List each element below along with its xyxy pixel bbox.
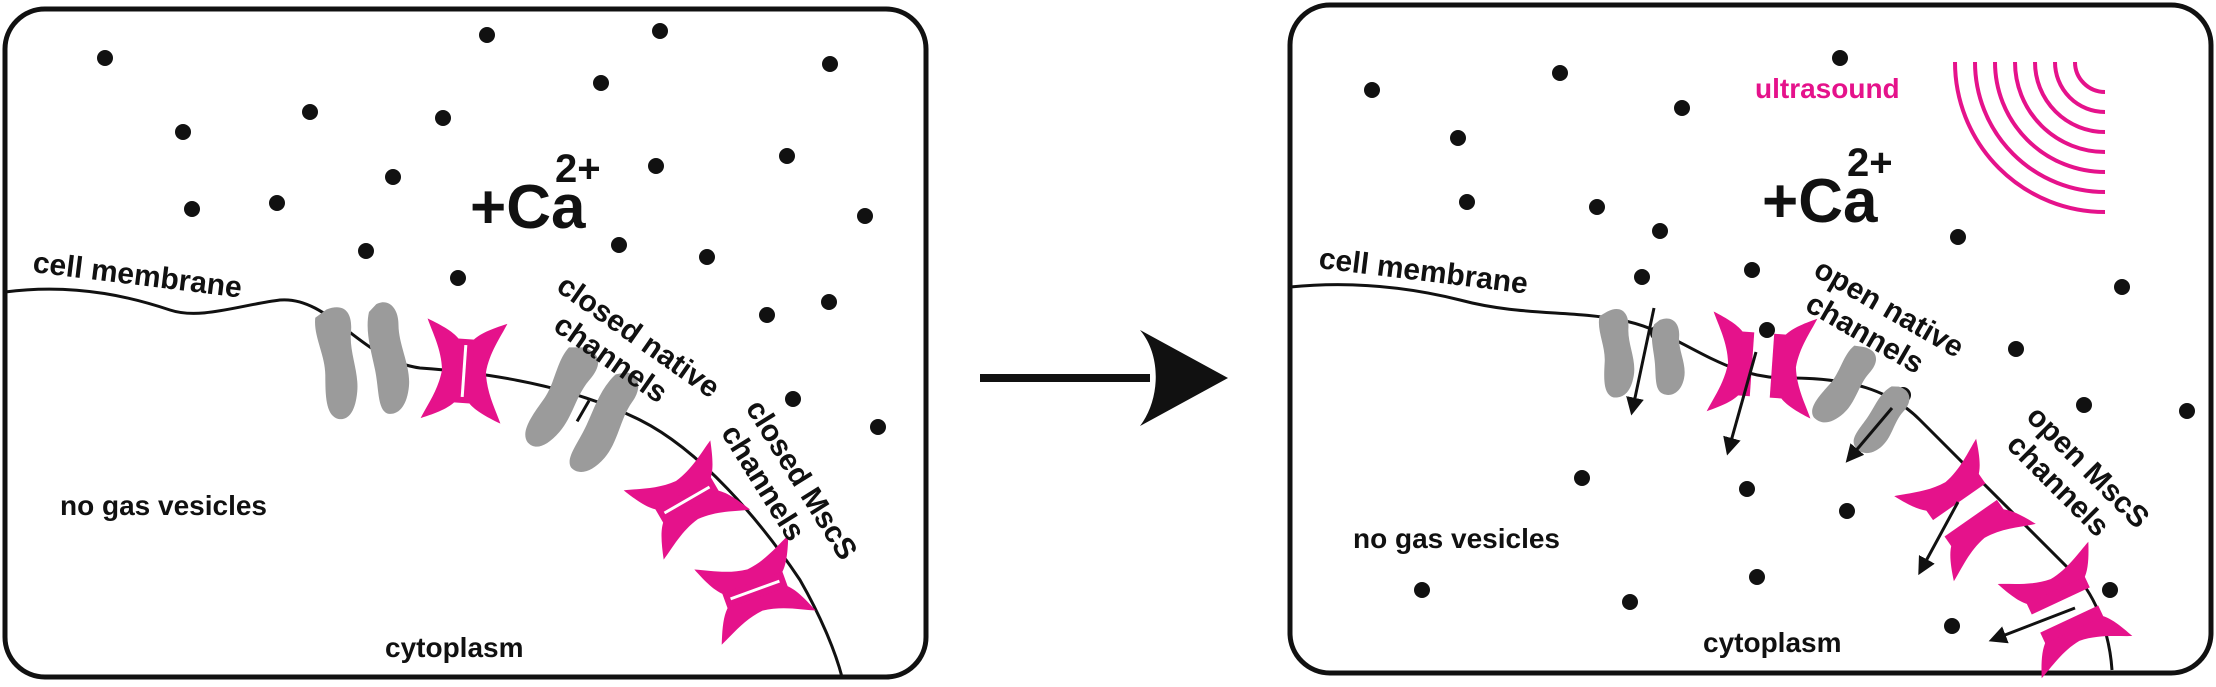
calcium-ion-icon	[1832, 50, 1848, 66]
calcium-ion-icon	[1552, 65, 1568, 81]
calcium-ion-icon	[2008, 341, 2024, 357]
calcium-ion-icon	[2114, 279, 2130, 295]
calcium-ion-icon	[435, 110, 451, 126]
left-calcium-ions	[97, 23, 886, 435]
calcium-ion-icon	[1574, 470, 1590, 486]
calcium-ion-icon	[785, 391, 801, 407]
calcium-ion-icon	[870, 419, 886, 435]
left-cell-membrane	[4, 287, 844, 678]
left-ion-label: +Ca	[470, 173, 586, 242]
calcium-ion-icon	[358, 243, 374, 259]
right-vesicles-label: no gas vesicles	[1353, 523, 1560, 554]
calcium-ion-icon	[269, 195, 285, 211]
calcium-ion-icon	[759, 307, 775, 323]
calcium-ion-icon	[1944, 618, 1960, 634]
mscs-channel-icon	[1894, 438, 2036, 582]
calcium-ion-icon	[1652, 223, 1668, 239]
native-channel-icon	[525, 347, 639, 472]
calcium-ion-icon	[97, 50, 113, 66]
right-cytoplasm-label: cytoplasm	[1703, 627, 1842, 658]
calcium-ion-icon	[385, 169, 401, 185]
right-panel: ultrasound	[1287, 2, 2214, 679]
left-cytoplasm-label: cytoplasm	[385, 632, 524, 663]
calcium-ion-icon	[1744, 262, 1760, 278]
calcium-ion-icon	[1950, 229, 1966, 245]
calcium-ion-icon	[175, 124, 191, 140]
calcium-ion-icon	[1622, 594, 1638, 610]
calcium-ion-icon	[184, 201, 200, 217]
calcium-ion-icon	[1450, 130, 1466, 146]
mscs-channel-icon	[694, 535, 816, 645]
calcium-ion-icon	[1634, 269, 1650, 285]
ion-flow-arrow-icon	[1626, 307, 1656, 416]
right-ion-charge: 2+	[1847, 141, 1893, 185]
ultrasound-label: ultrasound	[1755, 73, 1900, 104]
mscs-channel-icon	[420, 318, 508, 424]
calcium-ion-icon	[302, 104, 318, 120]
native-channel-icon	[315, 302, 410, 420]
left-ion-charge: 2+	[555, 147, 601, 191]
calcium-ion-icon	[821, 294, 837, 310]
ion-flow-arrow-icon	[1845, 407, 1894, 463]
calcium-ion-icon	[822, 56, 838, 72]
calcium-ion-icon	[1459, 194, 1475, 210]
native-channel-icon	[1598, 308, 1685, 398]
calcium-ion-icon	[857, 208, 873, 224]
calcium-ion-icon	[1759, 322, 1775, 338]
calcium-ion-icon	[593, 75, 609, 91]
ion-flow-arrow-icon	[1723, 351, 1758, 456]
ion-flow-arrow-icon	[1988, 606, 2076, 644]
calcium-ion-icon	[2179, 403, 2195, 419]
calcium-ion-icon	[652, 23, 668, 39]
process-arrow-icon	[980, 330, 1228, 426]
right-calcium-ions	[1364, 50, 2195, 634]
mscs-channel-icon	[1997, 541, 2133, 679]
ion-flow-arrows	[1626, 307, 2076, 644]
calcium-ion-icon	[1589, 199, 1605, 215]
right-ion-label: +Ca	[1762, 167, 1878, 236]
left-panel: +Ca 2+ cell membrane closed native chann…	[2, 6, 929, 680]
calcium-ion-icon	[648, 158, 664, 174]
calcium-ion-icon	[1364, 82, 1380, 98]
calcium-ion-icon	[611, 237, 627, 253]
ultrasound-wave-icon	[1953, 61, 2106, 214]
mscs-channel-icon	[623, 440, 751, 560]
calcium-ion-icon	[1414, 582, 1430, 598]
calcium-ion-icon	[1839, 503, 1855, 519]
calcium-ion-icon	[2102, 582, 2118, 598]
calcium-ion-icon	[779, 148, 795, 164]
calcium-ion-icon	[699, 249, 715, 265]
calcium-ion-icon	[1739, 481, 1755, 497]
mscs-channel-icon	[1706, 311, 1818, 419]
ion-flow-arrow-icon	[1918, 501, 1960, 576]
calcium-ion-icon	[450, 270, 466, 286]
calcium-ion-icon	[1749, 569, 1765, 585]
calcium-ion-icon	[2076, 397, 2092, 413]
left-vesicles-label: no gas vesicles	[60, 490, 267, 521]
calcium-ion-icon	[479, 27, 495, 43]
calcium-ion-icon	[1674, 100, 1690, 116]
